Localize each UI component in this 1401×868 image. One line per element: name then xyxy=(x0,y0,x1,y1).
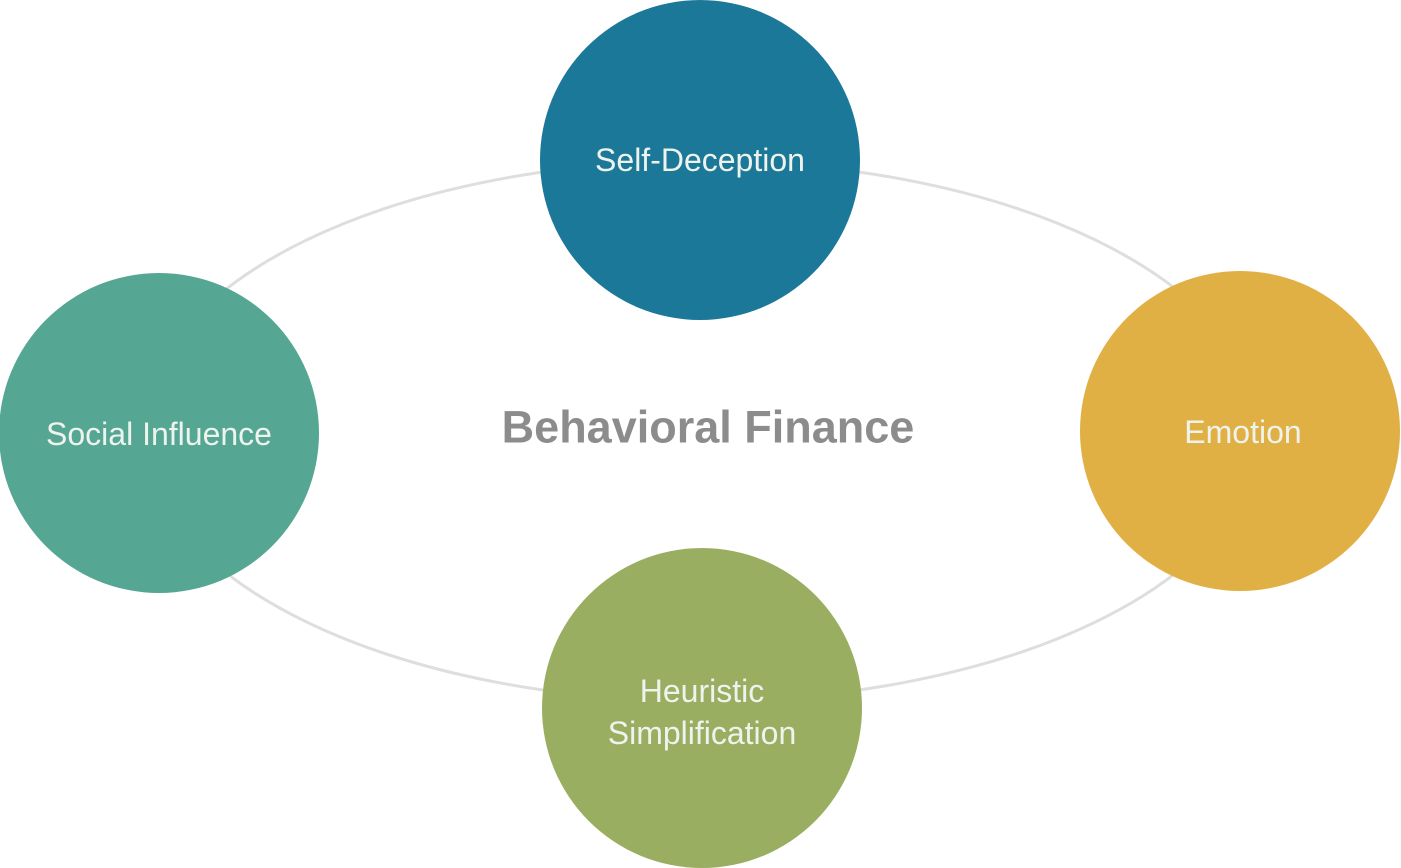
node-label-heuristic-simplification: Heuristic xyxy=(640,673,764,709)
node-self-deception: Self-Deception xyxy=(540,0,860,320)
center-title: Behavioral Finance xyxy=(502,402,915,453)
node-circle-heuristic-simplification xyxy=(542,548,862,868)
node-emotion: Emotion xyxy=(1080,271,1400,591)
node-social-influence: Social Influence xyxy=(0,273,319,593)
node-circle-social-influence xyxy=(0,273,319,593)
node-label-social-influence: Social Influence xyxy=(46,416,272,452)
node-circle-self-deception xyxy=(540,0,860,320)
node-label-self-deception: Self-Deception xyxy=(595,142,805,178)
node-label-emotion: Emotion xyxy=(1184,414,1301,450)
node-label-heuristic-simplification: Simplification xyxy=(608,715,797,751)
node-circle-emotion xyxy=(1080,271,1400,591)
